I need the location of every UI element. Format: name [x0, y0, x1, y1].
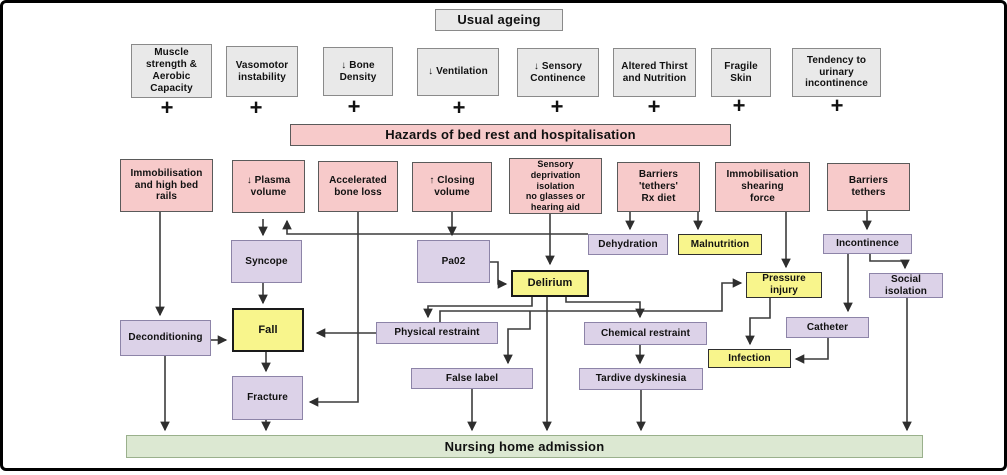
- node-false-label: False label: [411, 368, 533, 389]
- plus-sign: +: [160, 95, 174, 120]
- node-tardive-dyskinesia: Tardive dyskinesia: [579, 368, 703, 390]
- arrow-physical-restraint-to-false-label: [503, 311, 531, 365]
- arrow-incontinence-to-social-isolation: [869, 254, 910, 270]
- node-pressure-injury: Pressure injury: [746, 272, 822, 298]
- ageing-box-fragile-skin: Fragile Skin: [711, 48, 771, 97]
- node-syncope: Syncope: [231, 240, 302, 283]
- node-physical-restraint: Physical restraint: [376, 322, 498, 344]
- plus-sign: +: [647, 94, 661, 119]
- node-deconditioning: Deconditioning: [120, 320, 211, 356]
- plus-sign: +: [452, 95, 466, 120]
- node-infection: Infection: [708, 349, 791, 368]
- hazard-box-barriers-rx-diet: Barriers 'tethers' Rx diet: [617, 162, 700, 212]
- arrow-bone-loss-to-fracture: [308, 212, 359, 407]
- arrow-delirium-to-chemical-restraint: [565, 297, 645, 319]
- hazard-box-accelerated-bone-loss: Accelerated bone loss: [318, 161, 398, 212]
- node-fracture: Fracture: [232, 376, 303, 420]
- usual-ageing-banner: Usual ageing: [435, 9, 563, 31]
- arrow-dehydration-to-plasma-volume: [282, 219, 588, 235]
- ageing-box-urinary-incontinence: Tendency to urinary incontinence: [792, 48, 881, 97]
- plus-sign: +: [830, 93, 844, 118]
- node-social-isolation: Social isolation: [869, 273, 943, 298]
- arrow-physical-restraint-to-pressure-injury: [439, 278, 743, 322]
- ageing-box-ventilation: ↓ Ventilation: [417, 48, 499, 96]
- hazard-box-plasma-volume: ↓ Plasma volume: [232, 160, 305, 213]
- arrow-pa02-to-delirium: [490, 261, 508, 289]
- node-dehydration: Dehydration: [588, 234, 668, 255]
- ageing-box-altered-thirst: Altered Thirst and Nutrition: [613, 48, 696, 97]
- node-incontinence: Incontinence: [823, 234, 912, 254]
- node-delirium: Delirium: [511, 270, 589, 297]
- hazard-box-shearing-force: Immobilisation shearing force: [715, 162, 810, 212]
- plus-sign: +: [550, 94, 564, 119]
- ageing-box-muscle-strength: Muscle strength & Aerobic Capacity: [131, 44, 212, 98]
- arrow-catheter-to-infection: [794, 338, 829, 364]
- hazard-box-barriers-tethers: Barriers tethers: [827, 163, 910, 211]
- node-catheter: Catheter: [786, 317, 869, 338]
- ageing-box-bone-density: ↓ Bone Density: [323, 47, 393, 96]
- node-pa02: Pa02: [417, 240, 490, 283]
- ageing-box-sensory-continence: ↓ Sensory Continence: [517, 48, 599, 97]
- hazard-box-bed-rails: Immobilisation and high bed rails: [120, 159, 213, 212]
- hazard-box-closing-volume: ↑ Closing volume: [412, 162, 492, 212]
- plus-sign: +: [249, 95, 263, 120]
- arrow-pressure-injury-to-infection: [745, 298, 771, 346]
- node-fall: Fall: [232, 308, 304, 352]
- arrow-delirium-to-physical-restraint: [423, 297, 533, 319]
- node-malnutrition: Malnutrition: [678, 234, 762, 255]
- ageing-box-vasomotor-instability: Vasomotor instability: [226, 46, 298, 97]
- hazard-box-sensory-deprivation: Sensory deprivation isolation no glasses…: [509, 158, 602, 214]
- node-chemical-restraint: Chemical restraint: [584, 322, 707, 345]
- plus-sign: +: [732, 93, 746, 118]
- plus-sign: +: [347, 94, 361, 119]
- hazards-banner: Hazards of bed rest and hospitalisation: [290, 124, 731, 146]
- nursing-home-admission-banner: Nursing home admission: [126, 435, 923, 458]
